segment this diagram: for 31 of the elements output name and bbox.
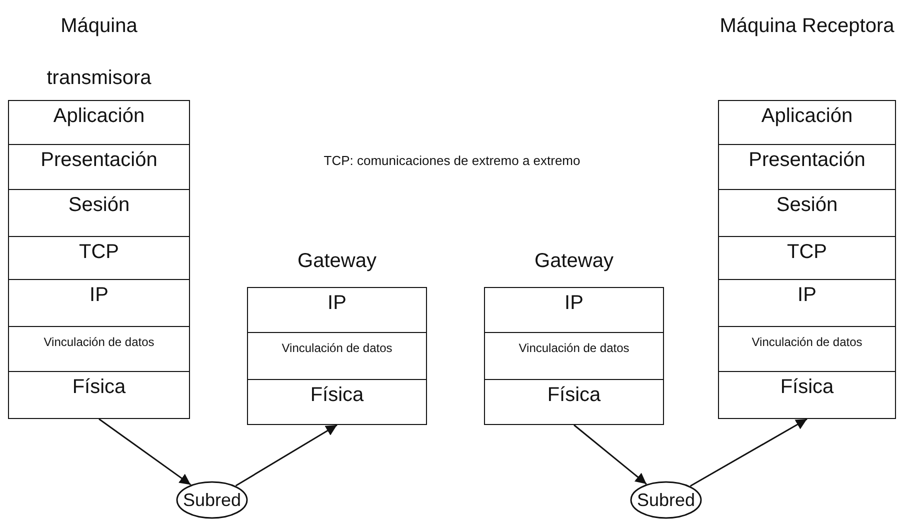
- protocol-layer: Aplicación: [8, 100, 190, 145]
- protocol-layer: Vinculación de datos: [484, 332, 664, 380]
- protocol-layer: IP: [8, 279, 190, 327]
- protocol-layer: TCP: [8, 236, 190, 280]
- protocol-layer: Presentación: [718, 144, 896, 190]
- stack-heading: Gateway: [534, 249, 614, 274]
- protocol-layer: Presentación: [8, 144, 190, 190]
- protocol-layer: Física: [718, 371, 896, 419]
- protocol-layer: IP: [718, 279, 896, 327]
- arrow: [574, 424, 647, 485]
- protocol-layer: TCP: [718, 236, 896, 280]
- arrow: [690, 418, 808, 487]
- note-text: TCP: comunicaciones de extremo a extremo: [324, 153, 580, 168]
- stack-heading: Gateway: [296, 249, 378, 274]
- arrow: [98, 418, 192, 486]
- network-ellipse: Subred: [176, 481, 248, 519]
- protocol-layer: Vinculación de datos: [247, 332, 427, 380]
- network-ellipse: Subred: [630, 481, 702, 519]
- protocol-layer: Física: [247, 379, 427, 425]
- protocol-layer: Aplicación: [718, 100, 896, 145]
- stack-heading: Máquina Receptora: [718, 14, 896, 39]
- protocol-layer: Vinculación de datos: [718, 326, 896, 372]
- protocol-layer: Física: [484, 379, 664, 425]
- stack-heading: Máquina transmisora: [46, 14, 152, 91]
- protocol-layer: Sesión: [718, 189, 896, 237]
- protocol-layer: Vinculación de datos: [8, 326, 190, 372]
- arrow: [235, 424, 338, 486]
- protocol-layer: IP: [247, 287, 427, 333]
- protocol-layer: Física: [8, 371, 190, 419]
- protocol-layer: Sesión: [8, 189, 190, 237]
- protocol-layer: IP: [484, 287, 664, 333]
